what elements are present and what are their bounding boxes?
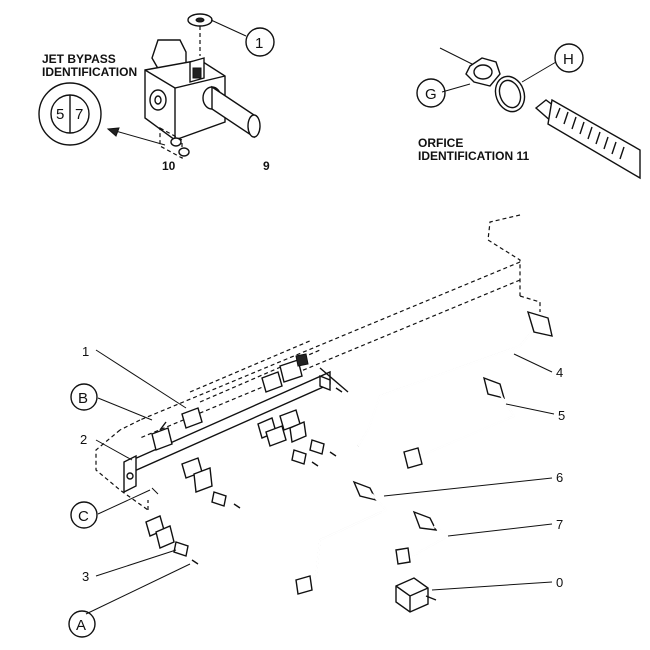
callout-3-label: 3 bbox=[82, 569, 89, 584]
jet-bypass-left-number: 5 bbox=[56, 106, 64, 123]
callout-circle-G-label: G bbox=[425, 86, 437, 103]
callout-circle-B bbox=[70, 383, 98, 411]
jet-bypass-title-line1: JET BYPASS bbox=[42, 52, 116, 66]
orifice-title-line1: ORFICE bbox=[418, 136, 463, 150]
valve-assembly: 10 9 1 bbox=[144, 13, 275, 173]
tube-4-fitting bbox=[526, 310, 553, 337]
jet-bypass-title-line2: IDENTIFICATION bbox=[42, 65, 137, 79]
callout-circle-A bbox=[68, 610, 96, 638]
jet-bypass-identification: JET BYPASS IDENTIFICATION 5 7 bbox=[38, 52, 166, 146]
callout-circle-B-label: B bbox=[78, 390, 88, 407]
callout-2-label: 2 bbox=[80, 432, 87, 447]
manifold-frame bbox=[95, 214, 541, 511]
callout-circle-G bbox=[416, 78, 446, 108]
tube-6-fitting bbox=[352, 480, 378, 502]
callout-7-label: 7 bbox=[556, 517, 563, 532]
callout-1-label: 1 bbox=[82, 344, 89, 359]
tube-7-fitting bbox=[412, 510, 438, 531]
jet-bypass-right-number: 7 bbox=[75, 106, 83, 123]
orifice-hose bbox=[547, 98, 641, 180]
gas-tubes bbox=[295, 310, 553, 613]
callout-10-label: 10 bbox=[162, 159, 176, 173]
leader-lines bbox=[85, 349, 555, 615]
orifice-gasket bbox=[494, 75, 526, 113]
callout-circle-C-label: C bbox=[78, 508, 89, 525]
tube-5-fitting bbox=[482, 376, 506, 399]
manifold-pipe bbox=[123, 339, 349, 494]
jet-bypass-outer-circle bbox=[38, 82, 102, 146]
jet-bypass-arrow-line bbox=[111, 129, 166, 146]
callout-circle-H-label: H bbox=[563, 51, 574, 68]
callout-circle-1-label: 1 bbox=[255, 35, 263, 52]
callout-circle-1 bbox=[245, 27, 275, 57]
orifice-nut bbox=[465, 57, 501, 87]
callout-9-label: 9 bbox=[263, 159, 270, 173]
orifice-identification: G H ORFICE IDENTIFICATION 11 bbox=[416, 43, 641, 180]
callout-0-label: 0 bbox=[556, 575, 563, 590]
jet-bypass-arrow-head bbox=[106, 127, 120, 137]
callout-6-label: 6 bbox=[556, 470, 563, 485]
callout-circle-H bbox=[554, 43, 584, 73]
burner-valves bbox=[145, 353, 343, 565]
orifice-title-line2: IDENTIFICATION 11 bbox=[418, 149, 529, 163]
manifold-bracket bbox=[123, 454, 137, 494]
callout-circle-C bbox=[70, 501, 98, 529]
callout-4-label: 4 bbox=[556, 365, 563, 380]
callout-circle-A-label: A bbox=[76, 617, 86, 634]
callout-5-label: 5 bbox=[558, 408, 565, 423]
